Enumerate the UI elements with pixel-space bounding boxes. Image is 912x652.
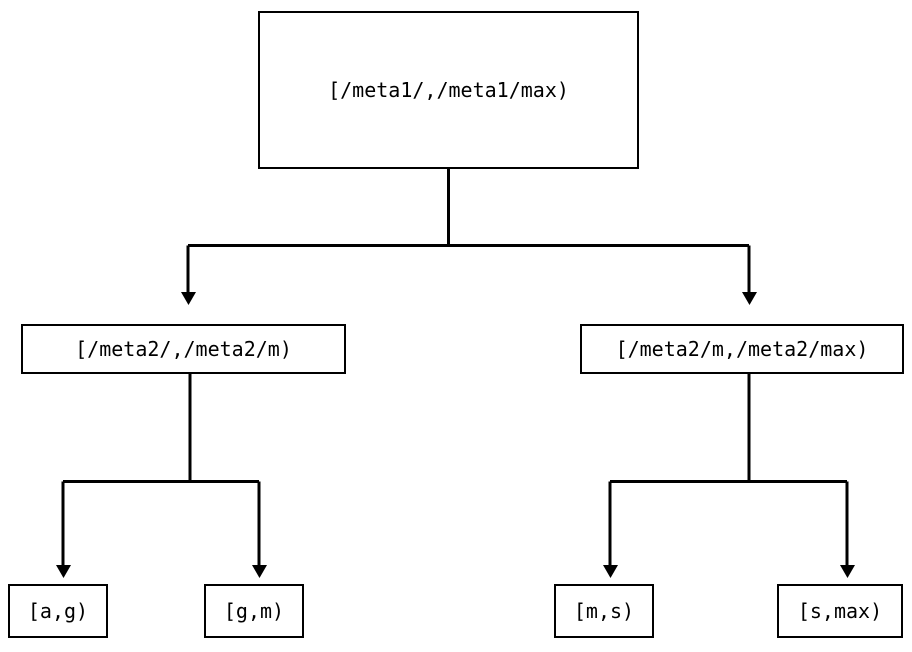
arrowhead-to-leaf-ag-icon <box>56 565 71 578</box>
node-leaf-g-m-label: [g,m) <box>223 599 285 623</box>
node-leaf-s-max[interactable]: [s,max) <box>777 584 903 638</box>
arrowhead-to-r1-icon <box>742 292 757 305</box>
node-meta2-upper[interactable]: [/meta2/m,/meta2/max) <box>580 324 904 374</box>
node-leaf-m-s-label: [m,s) <box>573 599 635 623</box>
node-root[interactable]: [/meta1/,/meta1/max) <box>258 11 639 169</box>
node-meta2-lower[interactable]: [/meta2/,/meta2/m) <box>21 324 346 374</box>
node-leaf-a-g[interactable]: [a,g) <box>8 584 108 638</box>
node-meta2-lower-label: [/meta2/,/meta2/m) <box>75 337 292 361</box>
node-root-label: [/meta1/,/meta1/max) <box>328 78 569 102</box>
node-leaf-g-m[interactable]: [g,m) <box>204 584 304 638</box>
node-leaf-a-g-label: [a,g) <box>27 599 89 623</box>
node-meta2-upper-label: [/meta2/m,/meta2/max) <box>615 337 869 361</box>
arrowhead-to-leaf-ms-icon <box>603 565 618 578</box>
node-leaf-m-s[interactable]: [m,s) <box>554 584 654 638</box>
arrowhead-to-l1-icon <box>181 292 196 305</box>
arrowhead-to-leaf-gm-icon <box>252 565 267 578</box>
arrowhead-to-leaf-smax-icon <box>840 565 855 578</box>
node-leaf-s-max-label: [s,max) <box>797 599 883 623</box>
